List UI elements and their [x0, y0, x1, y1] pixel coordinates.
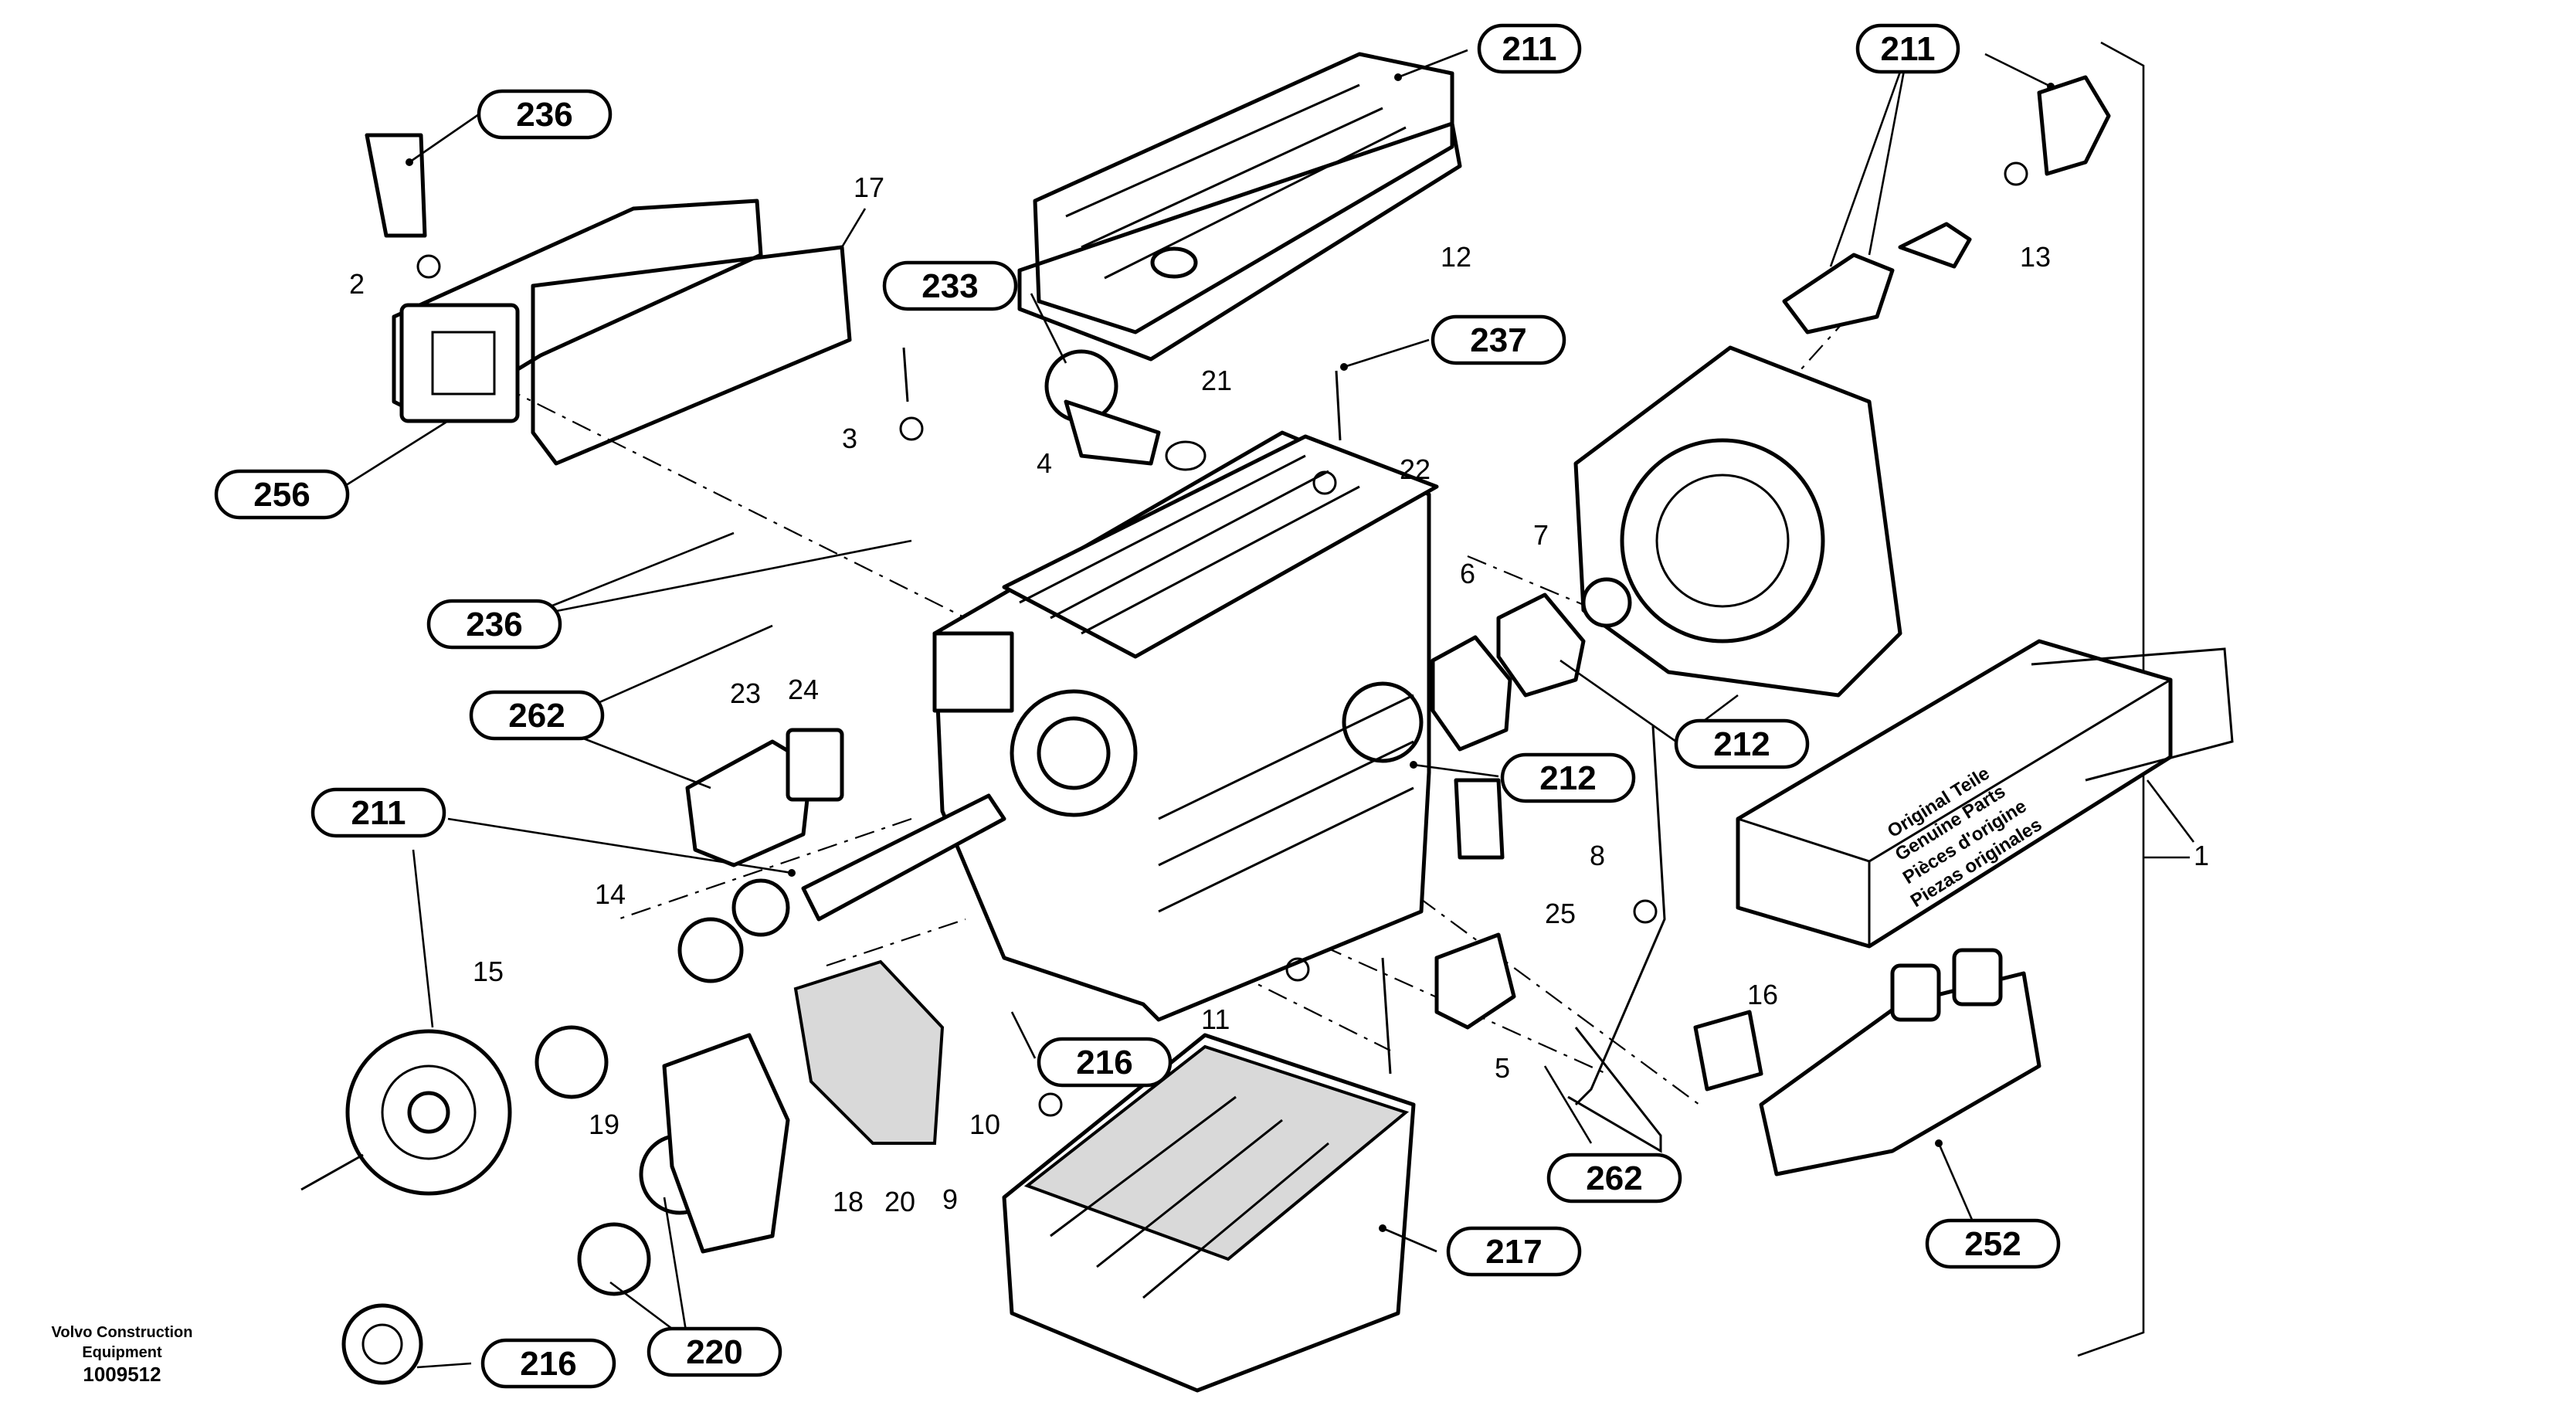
- svg-text:216: 216: [1076, 1044, 1132, 1081]
- drawing-number: 1009512: [83, 1363, 161, 1386]
- label-7: 7: [1533, 519, 1549, 551]
- label-5: 5: [1495, 1052, 1510, 1084]
- callout-252[interactable]: 252: [1925, 1218, 2061, 1269]
- callout-216-bottom[interactable]: 216: [480, 1338, 616, 1389]
- callout-217[interactable]: 217: [1446, 1226, 1582, 1277]
- callout-262-bottom[interactable]: 262: [1546, 1153, 1682, 1204]
- svg-text:211: 211: [1881, 30, 1936, 68]
- callout-211-right[interactable]: 211: [1855, 23, 1960, 74]
- label-12: 12: [1441, 241, 1471, 273]
- svg-text:211: 211: [351, 794, 406, 832]
- label-16: 16: [1747, 979, 1778, 1010]
- callout-211-left[interactable]: 211: [311, 787, 446, 838]
- brand-line-2: Equipment: [82, 1344, 162, 1361]
- callout-233[interactable]: 233: [882, 260, 1018, 311]
- front-seals: [1431, 577, 1632, 860]
- label-8: 8: [1590, 840, 1605, 871]
- footer-brand: Volvo Construction Equipment 1009512: [29, 1322, 215, 1386]
- label-14: 14: [595, 878, 626, 910]
- svg-text:236: 236: [516, 96, 572, 134]
- label-6: 6: [1460, 558, 1475, 589]
- svg-text:262: 262: [1586, 1159, 1642, 1197]
- label-21: 21: [1201, 365, 1232, 396]
- svg-text:211: 211: [1502, 30, 1557, 68]
- label-2: 2: [349, 268, 365, 300]
- svg-text:233: 233: [921, 267, 978, 305]
- leader-dots: [340, 73, 2055, 1232]
- callout-256[interactable]: 256: [214, 469, 350, 520]
- water-pump: [685, 728, 844, 867]
- label-25: 25: [1545, 898, 1576, 929]
- flywheel-housing: [1573, 345, 1902, 698]
- brand-line-1: Volvo Construction: [51, 1324, 193, 1341]
- oil-filter-head: [1434, 932, 1662, 1153]
- callout-236-mid[interactable]: 236: [426, 599, 562, 650]
- callout-237[interactable]: 237: [1431, 314, 1566, 365]
- label-23: 23: [730, 677, 761, 709]
- callout-212-right[interactable]: 212: [1674, 718, 1810, 769]
- label-10: 10: [969, 1109, 1000, 1140]
- label-11: 11: [1201, 1003, 1230, 1035]
- label-4: 4: [1037, 447, 1052, 479]
- callout-236-top[interactable]: 236: [477, 89, 613, 140]
- callout-211-top[interactable]: 211: [1477, 23, 1582, 74]
- engine-block: [932, 430, 1439, 1022]
- label-13: 13: [2020, 241, 2051, 273]
- label-22: 22: [1400, 453, 1431, 485]
- svg-text:256: 256: [253, 476, 310, 514]
- label-1: 1: [2194, 840, 2209, 871]
- callout-216-mid[interactable]: 216: [1037, 1037, 1173, 1088]
- injection-pump: [1693, 948, 2041, 1176]
- label-15: 15: [473, 956, 504, 987]
- label-19: 19: [589, 1109, 619, 1140]
- fuel-pump: [1044, 349, 1207, 471]
- svg-text:216: 216: [520, 1345, 576, 1383]
- svg-text:212: 212: [1539, 759, 1596, 797]
- svg-text:252: 252: [1964, 1225, 2021, 1263]
- gear-train: [300, 793, 1006, 1385]
- parts-package: Original Teile Genuine Parts Pièces d'or…: [1736, 639, 2234, 949]
- label-24: 24: [788, 674, 819, 705]
- callout-212-mid[interactable]: 212: [1500, 752, 1636, 803]
- label-9: 9: [942, 1183, 958, 1215]
- callout-220[interactable]: 220: [647, 1326, 782, 1377]
- label-17: 17: [854, 171, 884, 203]
- label-20: 20: [884, 1186, 915, 1217]
- svg-text:262: 262: [508, 697, 565, 735]
- leader-lines: [343, 49, 2195, 1369]
- label-18: 18: [833, 1186, 864, 1217]
- small-fasteners: [416, 75, 2111, 1117]
- oil-sump: [1002, 1033, 1416, 1393]
- rocker-cover: [1017, 52, 1462, 362]
- svg-text:237: 237: [1470, 321, 1526, 359]
- label-3: 3: [842, 423, 857, 454]
- callout-262-left[interactable]: 262: [469, 690, 605, 741]
- dipstick-tube: [1574, 725, 1666, 1106]
- svg-text:220: 220: [686, 1333, 742, 1371]
- thermostat-housing: [365, 133, 852, 466]
- svg-text:217: 217: [1485, 1233, 1542, 1271]
- svg-text:212: 212: [1713, 725, 1770, 763]
- svg-text:236: 236: [466, 606, 522, 643]
